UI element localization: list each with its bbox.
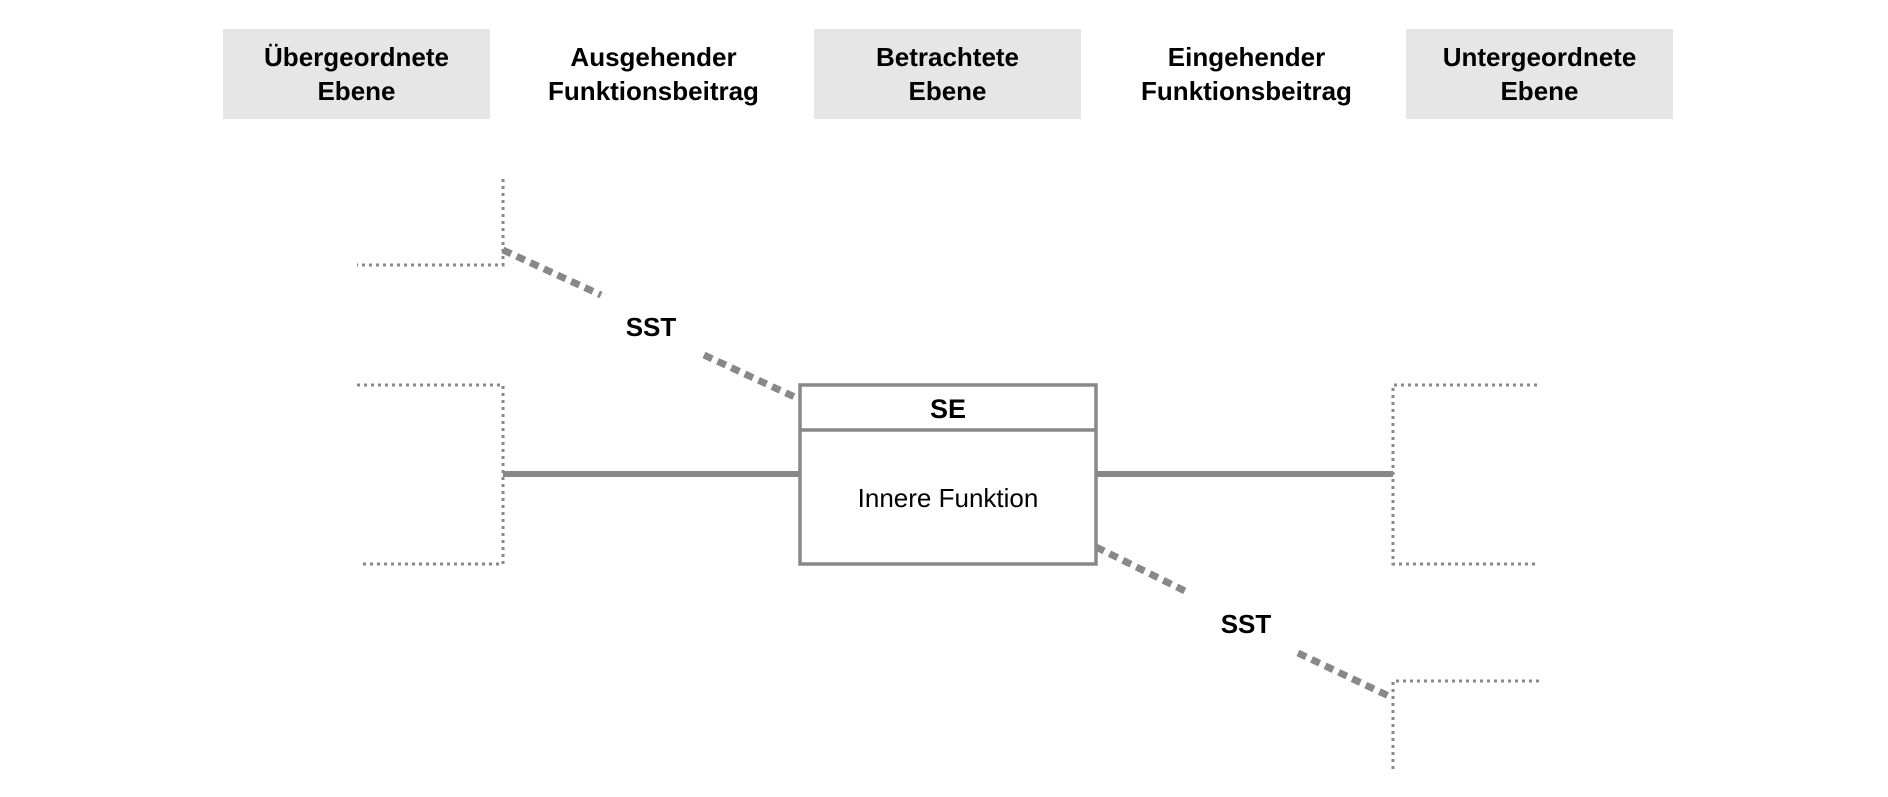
interface-bottom-label: SST xyxy=(1221,609,1272,639)
header-line: Funktionsbeitrag xyxy=(1141,76,1352,106)
header-line: Betrachtete xyxy=(875,42,1020,72)
header-line: Eingehender xyxy=(1167,42,1326,72)
header-line: Ausgehender xyxy=(570,42,737,72)
header-line: Funktionsbeitrag xyxy=(548,76,759,106)
parent-upper-bracket xyxy=(357,179,505,267)
system-element-box xyxy=(798,383,1098,566)
inner-function-label: Innere Funktion xyxy=(858,483,1039,513)
parent-bracket xyxy=(357,383,505,566)
interface-bottom-line xyxy=(1094,543,1191,597)
interface-top-line xyxy=(702,351,801,403)
interface-bottom-line xyxy=(1296,649,1395,702)
interface-top-line xyxy=(501,246,603,299)
header-line: Untergeordnete xyxy=(1442,42,1637,72)
child-bracket xyxy=(1391,383,1539,566)
header-line: Übergeordnete xyxy=(264,42,449,72)
interface-top-label: SST xyxy=(626,312,677,342)
header-line: Ebene xyxy=(317,76,396,106)
header-line: Ebene xyxy=(1500,76,1579,106)
header-line: Ebene xyxy=(908,76,987,106)
system-element-title: SE xyxy=(930,394,966,424)
child-lower-bracket xyxy=(1391,679,1539,770)
